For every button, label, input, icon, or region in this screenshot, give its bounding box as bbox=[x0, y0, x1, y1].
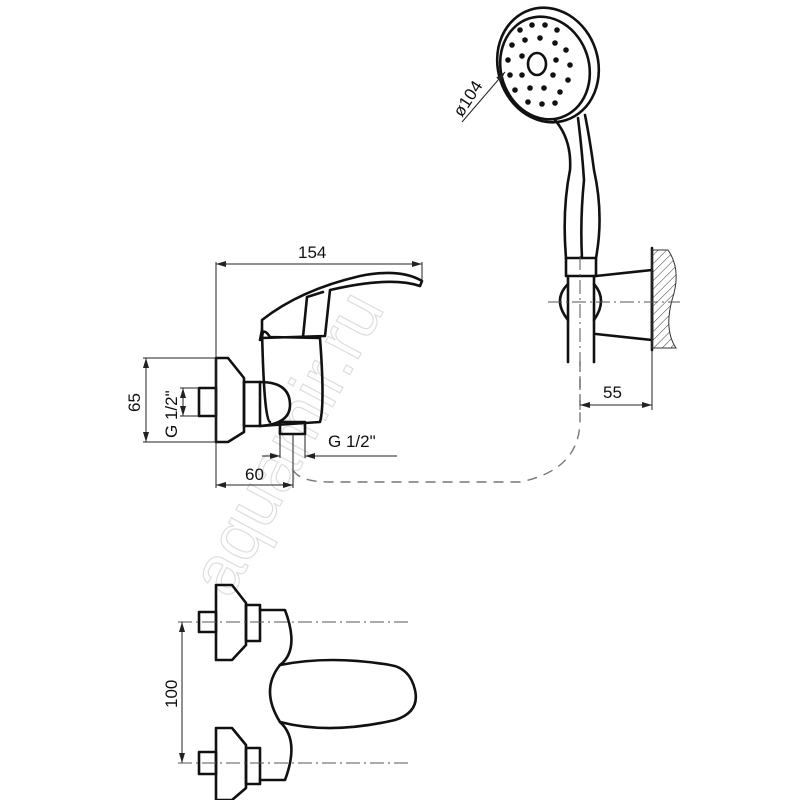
dim-offset-60: 60 bbox=[245, 465, 264, 484]
hose-dashed bbox=[292, 360, 581, 483]
dim-spacing-100: 100 bbox=[162, 680, 181, 708]
side-dimensions: 154 65 G 1/2" G 1/2" 60 bbox=[125, 243, 423, 488]
mixer-top-view: 100 bbox=[162, 583, 418, 800]
dim-width-154: 154 bbox=[298, 243, 326, 262]
dim-depth-55: 55 bbox=[603, 383, 622, 402]
dim-height-65: 65 bbox=[125, 393, 144, 412]
dim-diameter-104: ø104 bbox=[449, 77, 486, 120]
dim-thread-outlet: G 1/2" bbox=[328, 432, 376, 451]
dim-thread-inlet: G 1/2" bbox=[162, 390, 181, 438]
hand-shower bbox=[495, 6, 680, 410]
